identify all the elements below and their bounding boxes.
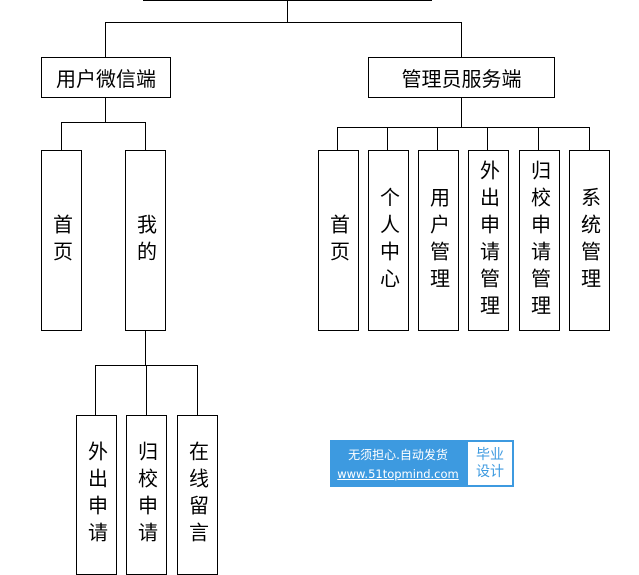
- node-label: 首页: [326, 213, 351, 268]
- connector: [105, 22, 106, 57]
- admin-user-mgmt-node: 用户管理: [418, 150, 459, 331]
- badge-line: 毕业: [476, 446, 504, 463]
- node-label: 外出申请: [84, 441, 109, 549]
- user-home-node: 首页: [41, 150, 82, 331]
- connector: [387, 127, 388, 150]
- connector: [538, 127, 539, 150]
- connector: [337, 127, 338, 150]
- out-apply-node: 外出申请: [76, 415, 117, 575]
- node-label: 首页: [49, 213, 74, 268]
- connector: [61, 122, 62, 150]
- node-label: 系统管理: [577, 186, 602, 295]
- badge-line: 设计: [476, 463, 504, 480]
- connector: [145, 330, 146, 365]
- watermark-text: 无须担心.自动发货 www.51topmind.com: [330, 440, 466, 487]
- node-label: 用户管理: [426, 186, 451, 295]
- node-label: 外出申请管理: [476, 159, 501, 322]
- connector: [487, 127, 488, 150]
- node-label: 管理员服务端: [401, 67, 522, 91]
- admin-profile-node: 个人中心: [368, 150, 409, 331]
- watermark-badge: 毕业 设计: [466, 440, 514, 487]
- connector: [437, 127, 438, 150]
- admin-home-node: 首页: [318, 150, 359, 331]
- connector: [105, 22, 462, 23]
- node-label: 归校申请: [134, 441, 159, 549]
- node-label: 在线留言: [185, 441, 210, 549]
- connector: [589, 127, 590, 150]
- connector: [105, 97, 106, 122]
- user-wechat-node: 用户微信端: [41, 57, 171, 98]
- connector: [337, 127, 590, 128]
- admin-return-mgmt-node: 归校申请管理: [519, 150, 560, 331]
- connector: [95, 365, 96, 415]
- connector: [461, 97, 462, 127]
- connector: [61, 122, 146, 123]
- user-mine-node: 我的: [125, 150, 166, 331]
- watermark-link[interactable]: www.51topmind.com: [337, 467, 459, 481]
- node-label: 归校申请管理: [527, 159, 552, 322]
- connector: [287, 0, 288, 22]
- connector: [145, 122, 146, 150]
- online-message-node: 在线留言: [177, 415, 218, 575]
- watermark-slogan: 无须担心.自动发货: [348, 448, 448, 462]
- admin-service-node: 管理员服务端: [368, 57, 555, 98]
- node-label: 个人中心: [376, 186, 401, 295]
- admin-system-mgmt-node: 系统管理: [569, 150, 610, 331]
- connector: [146, 365, 147, 415]
- node-label: 用户微信端: [56, 67, 156, 91]
- connector: [461, 22, 462, 57]
- connector: [197, 365, 198, 415]
- admin-out-mgmt-node: 外出申请管理: [468, 150, 509, 331]
- watermark-banner[interactable]: 无须担心.自动发货 www.51topmind.com 毕业 设计: [330, 440, 514, 487]
- return-apply-node: 归校申请: [126, 415, 167, 575]
- node-label: 我的: [133, 213, 158, 268]
